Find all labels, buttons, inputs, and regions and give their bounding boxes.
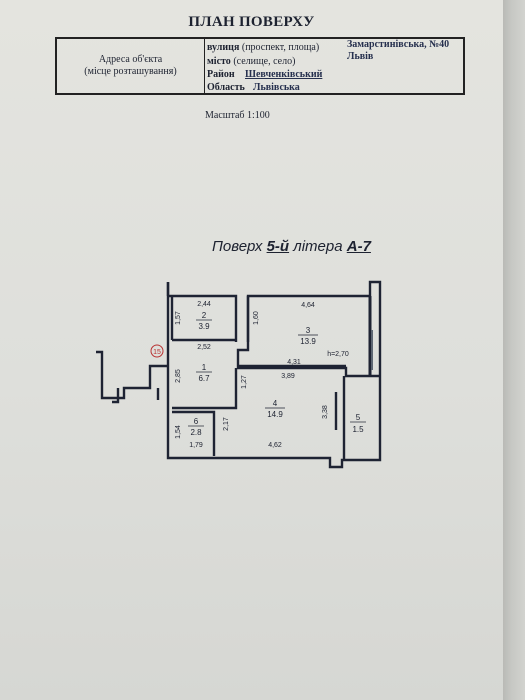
dim-2-85: 2,85 <box>175 369 182 383</box>
city-label: місто <box>207 56 231 67</box>
dim-1-57: 1,57 <box>175 311 182 325</box>
room-5-number: 5 <box>356 413 361 422</box>
room-2-area: 3.9 <box>198 322 210 331</box>
address-table: Адреса об'єкта (місце розташування) вули… <box>55 37 465 95</box>
plan-walls <box>96 280 382 469</box>
floor-number: 5-й <box>266 238 290 255</box>
dim-4-31: 4,31 <box>287 359 301 366</box>
dim-4-62: 4,62 <box>268 442 282 449</box>
dim-4-64: 4,64 <box>301 302 315 309</box>
dim-2-17: 2,17 <box>223 417 230 431</box>
page-title: ПЛАН ПОВЕРХУ <box>188 14 315 30</box>
room-1-area: 6.7 <box>198 374 210 383</box>
address-caption-line2: (місце розташування) <box>84 66 177 77</box>
dim-3-38: 3,38 <box>322 405 329 419</box>
page-edge <box>503 0 525 700</box>
dim-1-54: 1,54 <box>175 425 182 439</box>
axis-marker-label: 15 <box>153 349 161 356</box>
room-4-area: 14.9 <box>267 410 283 419</box>
floor-heading: Поверх 5-й літера А-7 <box>212 238 371 255</box>
region-value: Львівська <box>253 82 300 93</box>
floor-mid: літера <box>293 238 343 255</box>
dim-2-52: 2,52 <box>197 344 211 351</box>
dimension-labels: 2,44 1,57 4,64 1,60 2,52 4,31 3,89 2,85 … <box>175 301 349 449</box>
address-caption: Адреса об'єкта (місце розташування) <box>57 39 205 93</box>
room-1-number: 1 <box>202 363 207 372</box>
dim-2-44: 2,44 <box>197 301 211 308</box>
room-6-number: 6 <box>194 417 199 426</box>
axis-marker <box>150 344 164 358</box>
street-hint: (проспект, площа) <box>241 42 320 53</box>
room-labels: 2 3.9 3 13.9 1 6.7 4 14.9 5 1.5 6 2.8 <box>188 311 366 437</box>
room-3-area: 13.9 <box>300 337 316 346</box>
street-value: Замарстинівська, №40 <box>347 39 450 50</box>
room-2-number: 2 <box>202 311 207 320</box>
city-value: Львів <box>347 51 374 62</box>
city-row: місто (селище, село) <box>207 56 295 67</box>
floor-prefix: Поверх <box>212 238 263 255</box>
dim-1-79: 1,79 <box>189 442 203 449</box>
floor-plan: 15 2 3.9 3 13.9 1 6.7 4 14.9 5 1.5 6 2.8… <box>96 280 382 469</box>
street-row: вулиця (проспект, площа) <box>207 42 319 53</box>
city-hint: (селище, село) <box>233 56 296 67</box>
district-row: Район Шевченківський <box>207 69 322 80</box>
room-4-number: 4 <box>273 399 278 408</box>
ceiling-height: h=2,70 <box>327 351 349 358</box>
floor-letter: А-7 <box>346 238 371 255</box>
street-label: вулиця <box>207 42 240 53</box>
district-label: Район <box>207 69 235 80</box>
region-label: Область <box>207 82 245 93</box>
document-sheet <box>0 0 503 700</box>
address-caption-line1: Адреса об'єкта <box>98 54 163 65</box>
dim-1-27: 1,27 <box>241 375 248 389</box>
room-5-area: 1.5 <box>352 425 364 434</box>
dim-1-60: 1,60 <box>253 311 260 325</box>
room-6-area: 2.8 <box>190 428 202 437</box>
district-value: Шевченківський <box>245 69 323 80</box>
dim-3-89: 3,89 <box>281 373 295 380</box>
region-row: Область Львівська <box>207 82 300 93</box>
scale-label: Масштаб 1:100 <box>205 110 270 121</box>
room-3-number: 3 <box>306 326 311 335</box>
